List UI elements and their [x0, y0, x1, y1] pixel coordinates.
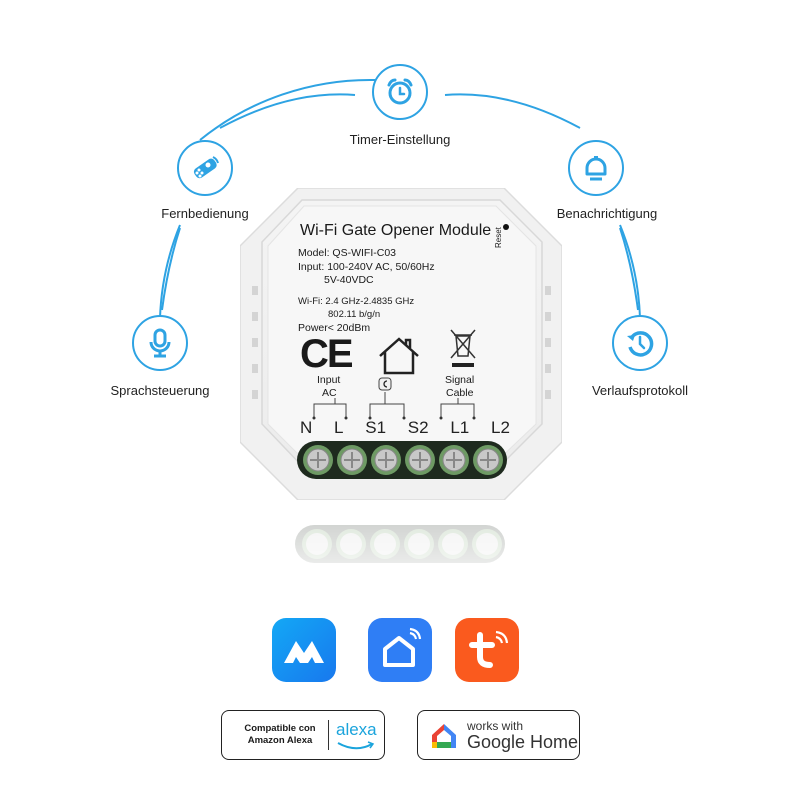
reset-label: Reset: [494, 227, 503, 248]
house-icon: [379, 337, 419, 375]
weee-bin-icon: [450, 329, 476, 367]
terminal-label-l2: L2: [491, 418, 510, 437]
microphone-icon: [149, 328, 171, 358]
google-home-icon: [432, 724, 456, 748]
device-module: Wi-Fi Gate Opener Module Model: QS-WIFI-…: [240, 188, 562, 500]
feature-timer: [372, 64, 428, 120]
app-smart-life-icon: [368, 618, 432, 682]
terminal-labels: N L S1 S2 L1 L2: [300, 418, 510, 438]
alexa-badge-line2: Amazon Alexa: [247, 735, 313, 746]
input-ac-line1: Input: [317, 374, 341, 386]
signal-line2: Cable: [446, 387, 474, 399]
reset-button[interactable]: [503, 224, 509, 230]
alexa-badge: Compatible con Amazon Alexa alexa: [221, 710, 385, 760]
tuya-icon: [469, 630, 509, 668]
wiring-diagram: [312, 392, 476, 420]
device-wifi-line1: Wi-Fi: 2.4 GHz-2.4835 GHz: [298, 296, 415, 307]
terminal-label-s1: S1: [365, 418, 387, 437]
terminal-label-s2: S2: [407, 418, 429, 437]
feature-remote: [177, 140, 233, 196]
terminal-label-n: N: [300, 418, 313, 437]
app-tuya-icon: [455, 618, 519, 682]
badge-divider: [328, 720, 329, 750]
google-home-badge: works with Google Home: [417, 710, 580, 760]
history-clock-icon: [627, 331, 654, 357]
bell-icon: [585, 156, 607, 181]
alexa-badge-line1: Compatible con: [244, 723, 316, 734]
m-app-icon: [284, 641, 324, 663]
ce-mark: CE: [300, 332, 354, 376]
google-badge-line1: works with: [467, 719, 524, 733]
device-input-line1: Input: 100-240V AC, 50/60Hz: [298, 261, 435, 273]
feature-notification: [568, 140, 624, 196]
feature-voice-label: Sprachsteuerung: [110, 383, 210, 398]
google-badge-line2: Google Home: [467, 732, 579, 752]
device-input-line2: 5V-40VDC: [324, 274, 374, 286]
terminal-label-l: L: [334, 418, 344, 437]
alexa-logo: alexa: [336, 720, 377, 739]
signal-line1: Signal: [445, 374, 475, 386]
terminal-label-l1: L1: [450, 418, 470, 437]
feature-history: [612, 315, 668, 371]
feature-history-label: Verlaufsprotokoll: [591, 383, 689, 398]
smart-life-icon: [383, 627, 422, 667]
device-title: Wi-Fi Gate Opener Module: [300, 222, 492, 239]
feature-notification-label: Benachrichtigung: [556, 206, 658, 221]
switch-icon: [378, 377, 392, 391]
alarm-clock-icon: [387, 78, 413, 105]
device-wifi-line2: 802.11 b/g/n: [328, 309, 381, 320]
remote-control-icon: [193, 156, 219, 179]
app-m-icon: [272, 618, 336, 682]
input-ac-line2: AC: [322, 387, 337, 399]
device-reflection: [250, 505, 550, 595]
alexa-smile-icon: [337, 741, 375, 750]
device-power: Power< 20dBm: [298, 322, 371, 334]
terminal-block: [297, 441, 507, 479]
device-model: Model: QS-WIFI-C03: [298, 247, 397, 259]
feature-remote-label: Fernbedienung: [161, 206, 249, 221]
feature-voice: [132, 315, 188, 371]
feature-timer-label: Timer-Einstellung: [349, 132, 451, 147]
